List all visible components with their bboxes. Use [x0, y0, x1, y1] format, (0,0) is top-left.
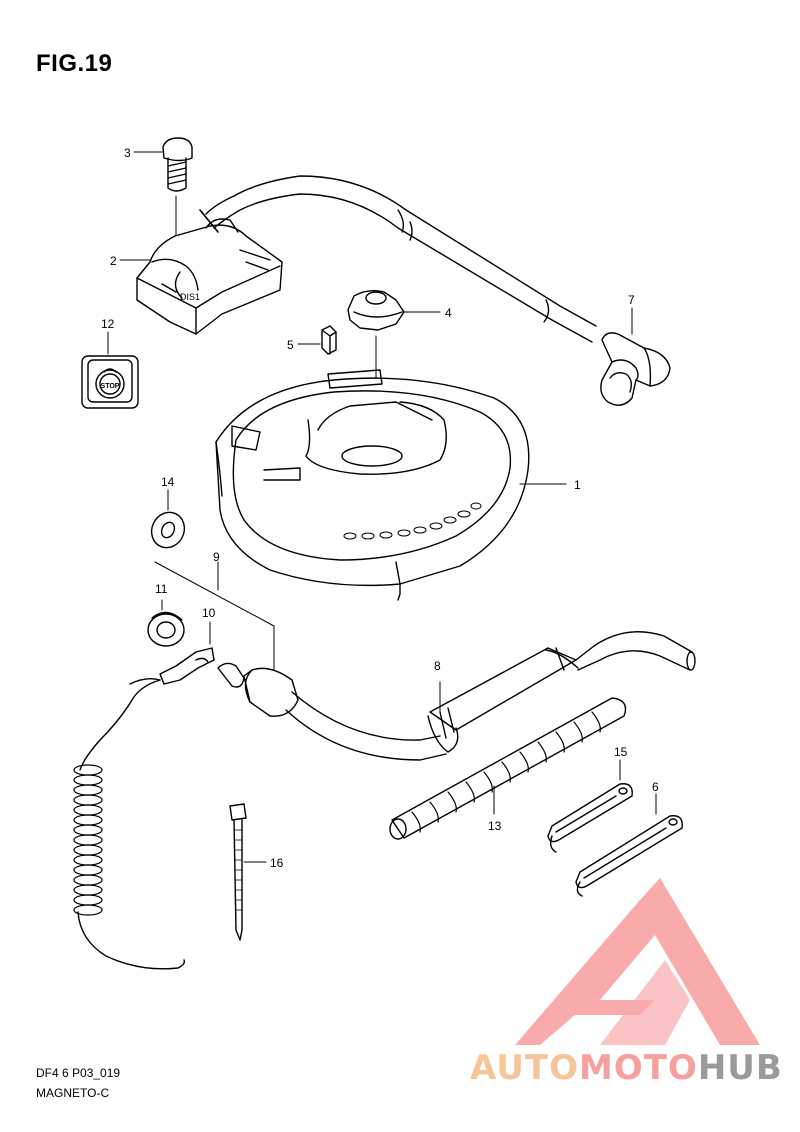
callout-3: 3	[124, 146, 131, 160]
callout-2: 2	[110, 254, 117, 268]
leader-lines	[107, 151, 633, 355]
callout-5: 5	[287, 338, 294, 352]
grommet-part-11	[147, 611, 185, 647]
callout-12: 12	[101, 317, 115, 331]
flywheel-part-1	[215, 369, 567, 601]
svg-text:DIS1: DIS1	[180, 292, 200, 302]
callout-16: 16	[270, 856, 284, 870]
watermark-part-moto: MOTO	[578, 1048, 698, 1088]
cable-tie-part-16	[229, 803, 267, 941]
watermark-part-hub: HUB	[697, 1048, 783, 1088]
callout-4: 4	[445, 306, 452, 320]
leader-part-9	[154, 561, 275, 673]
callout-7: 7	[628, 293, 635, 307]
ignition-coil-part-2: DIS1	[136, 218, 283, 335]
watermark-text: AUTOMOTOHUB	[470, 1048, 783, 1088]
clamp-part-6	[575, 793, 683, 897]
callout-10: 10	[202, 606, 216, 620]
wire-harness-part-8	[217, 631, 696, 761]
footer-caption: MAGNETO-C	[36, 1086, 110, 1100]
callout-9: 9	[213, 550, 220, 564]
watermark-part-auto: AUTO	[470, 1048, 579, 1088]
clamp-part-15	[547, 759, 633, 853]
stop-switch-lead	[73, 677, 186, 970]
callout-1: 1	[574, 478, 581, 492]
protector-tube-part-13	[389, 697, 627, 840]
callout-6: 6	[652, 780, 659, 794]
callout-14: 14	[161, 475, 175, 489]
figure-title: FIG.19	[36, 50, 113, 77]
stop-switch-part-12	[81, 355, 139, 409]
stop-switch-label: STOP	[101, 383, 120, 390]
watermark-logo	[515, 878, 760, 1045]
callout-11: 11	[155, 582, 168, 596]
callout-15: 15	[614, 745, 628, 759]
callout-13: 13	[488, 819, 502, 833]
washer-part-14	[150, 489, 186, 549]
footer-code: DF4 6 P03_019	[36, 1066, 121, 1080]
key-part-5	[321, 325, 337, 355]
terminal-part-10	[159, 647, 215, 685]
callout-8: 8	[434, 659, 441, 673]
hightension-cord-part-7	[199, 175, 671, 406]
